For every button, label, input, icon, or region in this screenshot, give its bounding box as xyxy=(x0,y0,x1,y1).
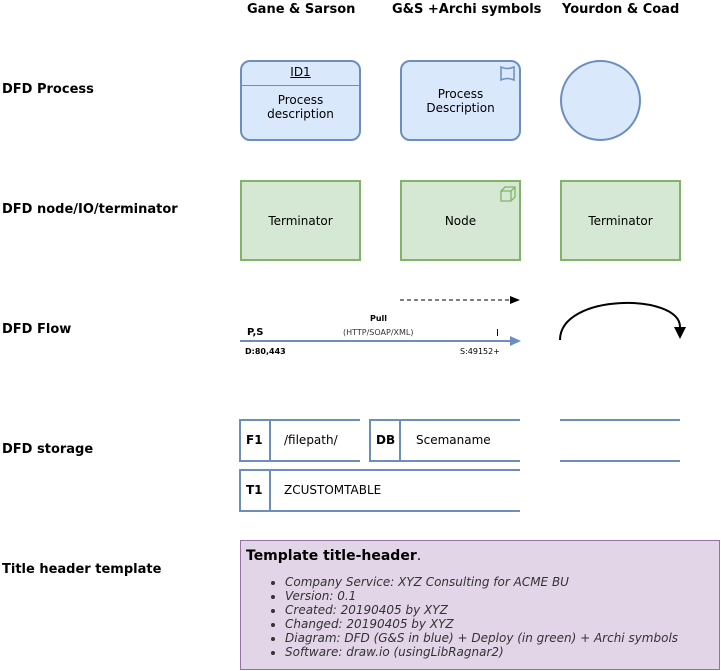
row-label-header: Title header template xyxy=(2,562,162,577)
storage-f1-id: F1 xyxy=(246,433,263,447)
flow-dest-label: D:80,443 xyxy=(245,347,286,356)
flow-source-label: S:49152+ xyxy=(460,347,500,356)
storage-db-shape[interactable] xyxy=(368,418,524,464)
column-header-gs-archi: G&S +Archi symbols xyxy=(392,2,542,17)
node-cube-icon xyxy=(500,186,516,202)
archi-process-line2: Description xyxy=(426,101,495,115)
flow-protocol-label: (HTTP/SOAP/XML) xyxy=(343,328,414,337)
flow-initiator-label: I xyxy=(496,328,499,339)
storage-f1-shape[interactable] xyxy=(238,418,364,464)
process-desc-line1: Process xyxy=(277,93,324,107)
archi-node-label: Node xyxy=(444,214,477,228)
storage-f1-name: /filepath/ xyxy=(284,433,338,447)
column-header-gane-sarson: Gane & Sarson xyxy=(247,2,356,17)
row-label-process: DFD Process xyxy=(2,82,94,97)
yc-curved-flow-arrow[interactable] xyxy=(552,295,692,345)
storage-db-name: Scemaname xyxy=(416,433,491,447)
row-label-node: DFD node/IO/terminator xyxy=(2,202,178,217)
storage-db-id: DB xyxy=(376,433,396,447)
storage-t1-shape[interactable] xyxy=(238,468,524,514)
yc-process-circle[interactable] xyxy=(560,60,641,141)
gs-terminator-label: Terminator xyxy=(268,214,333,228)
column-header-yourdon-coad: Yourdon & Coad xyxy=(562,2,680,17)
storage-t1-id: T1 xyxy=(246,483,263,497)
process-id: ID1 xyxy=(290,65,311,79)
gs-process-shape[interactable]: ID1 Process description xyxy=(240,60,361,141)
flow-ps-label: P,S xyxy=(247,327,264,338)
bookmark-icon xyxy=(500,66,515,82)
row-label-flow: DFD Flow xyxy=(2,322,72,337)
process-divider xyxy=(242,85,359,86)
template-title: Template title-header. xyxy=(246,548,422,564)
template-list: Company Service: XYZ Consulting for ACME… xyxy=(265,575,678,659)
row-label-storage: DFD storage xyxy=(2,442,94,457)
archi-process-line1: Process xyxy=(437,87,484,101)
template-item-changed: Changed: 20190405 by XYZ xyxy=(285,617,678,631)
storage-t1-name: ZCUSTOMTABLE xyxy=(284,483,382,497)
template-item-company: Company Service: XYZ Consulting for ACME… xyxy=(285,575,678,589)
archi-process-shape[interactable]: Process Description xyxy=(400,60,521,141)
yc-terminator-label: Terminator xyxy=(588,214,653,228)
template-item-software: Software: draw.io (usingLibRagnar2) xyxy=(285,645,678,659)
template-item-created: Created: 20190405 by XYZ xyxy=(285,603,678,617)
template-item-diagram: Diagram: DFD (G&S in blue) + Deploy (in … xyxy=(285,631,678,645)
flow-pull-label: Pull xyxy=(370,314,388,323)
title-header-template[interactable]: Template title-header. Company Service: … xyxy=(240,540,720,670)
dashed-flow-arrow[interactable] xyxy=(398,293,524,307)
gs-terminator-shape[interactable]: Terminator xyxy=(240,180,361,261)
process-desc-line2: description xyxy=(267,107,334,121)
yc-storage-shape[interactable] xyxy=(558,418,684,464)
archi-node-shape[interactable]: Node xyxy=(400,180,521,261)
yc-terminator-shape[interactable]: Terminator xyxy=(560,180,681,261)
template-item-version: Version: 0.1 xyxy=(285,589,678,603)
gs-flow-arrow[interactable] xyxy=(238,333,524,349)
